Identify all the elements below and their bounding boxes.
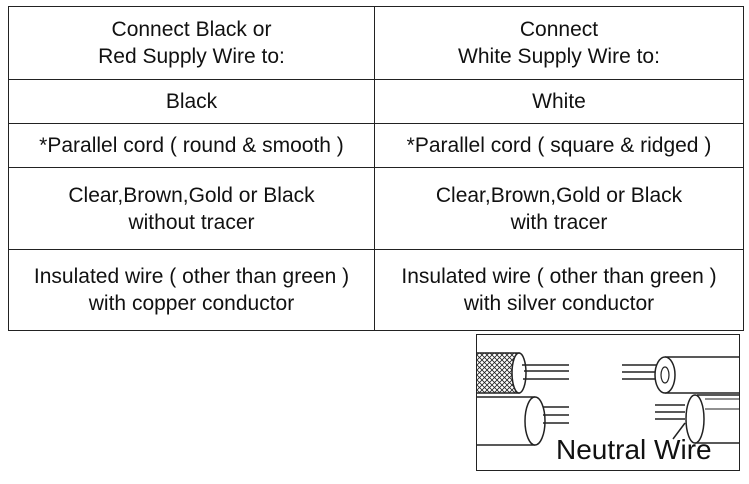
header-white: Connect White Supply Wire to: — [374, 6, 744, 80]
cell-text: White — [532, 90, 586, 113]
cell-text-line-2: with tracer — [510, 210, 608, 234]
table-row: Black White — [8, 79, 744, 124]
neutral-pointer-line — [672, 422, 686, 440]
table-row: *Parallel cord ( round & smooth ) *Paral… — [8, 123, 744, 168]
wire-illustration — [477, 352, 739, 446]
table-header-row: Connect Black or Red Supply Wire to: Con… — [8, 6, 744, 80]
ridged-cord-icon — [655, 394, 739, 444]
cell-text-line-1: Insulated wire ( other than green ) — [401, 265, 717, 288]
round-cord-icon — [622, 356, 739, 394]
braided-cord-icon — [477, 352, 569, 394]
neutral-wire-label: Neutral Wire — [556, 434, 712, 465]
cell-text-line-2: with copper conductor — [88, 292, 295, 315]
header-black-red-line-2: Red Supply Wire to: — [98, 45, 285, 68]
header-black-red: Connect Black or Red Supply Wire to: — [8, 6, 375, 80]
cell-text: *Parallel cord ( square & ridged ) — [406, 134, 712, 157]
cell-text: *Parallel cord ( round & smooth ) — [39, 134, 344, 157]
cell-parallel-round: *Parallel cord ( round & smooth ) — [8, 123, 375, 168]
cell-text-line-1: Insulated wire ( other than green ) — [33, 265, 350, 288]
cell-silver-conductor: Insulated wire ( other than green ) with… — [374, 249, 744, 331]
cell-text: Black — [165, 90, 218, 113]
cell-text-line-1: Clear,Brown,Gold or Black — [68, 183, 315, 207]
header-white-line-2: White Supply Wire to: — [458, 45, 660, 68]
cell-parallel-square: *Parallel cord ( square & ridged ) — [374, 123, 744, 168]
cell-white: White — [374, 79, 744, 124]
table-row: Insulated wire ( other than green ) with… — [8, 249, 744, 331]
cell-without-tracer: Clear,Brown,Gold or Black without tracer — [8, 167, 375, 250]
cell-text-line-2: with silver conductor — [463, 292, 655, 315]
supply-wire-table: Connect Black or Red Supply Wire to: Con… — [8, 6, 744, 331]
cell-text-line-2: without tracer — [128, 210, 255, 234]
table-row: Clear,Brown,Gold or Black without tracer… — [8, 167, 744, 250]
cell-copper-conductor: Insulated wire ( other than green ) with… — [8, 249, 375, 331]
cell-black: Black — [8, 79, 375, 124]
smooth-cord-icon — [477, 396, 569, 446]
cell-with-tracer: Clear,Brown,Gold or Black with tracer — [374, 167, 744, 250]
header-white-line-1: Connect — [519, 18, 599, 41]
cell-text-line-1: Clear,Brown,Gold or Black — [435, 183, 683, 207]
neutral-wire-diagram: Neutral Wire — [476, 334, 740, 471]
header-black-red-line-1: Connect Black or — [111, 18, 272, 41]
